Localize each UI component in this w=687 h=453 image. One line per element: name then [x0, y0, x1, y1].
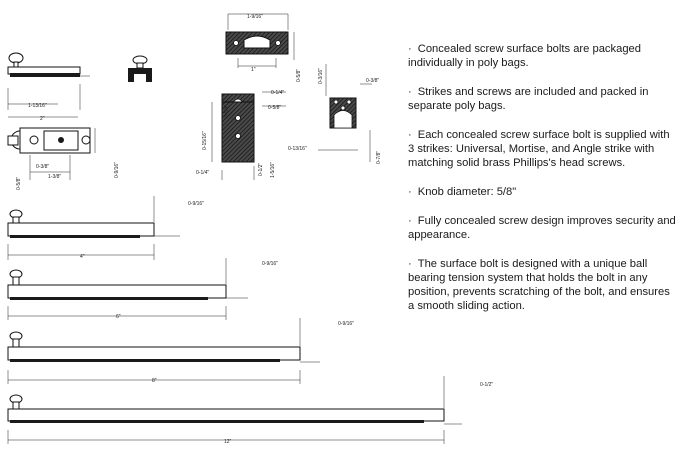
bolt-12-inch: 0-1/2" 12" [7, 376, 493, 445]
feature-item: · Knob diameter: 5/8" [408, 185, 676, 199]
dim-angle-1-2: 0-1/2" [258, 163, 264, 176]
dim-angle-1-4-a: 0-1/4" [271, 90, 284, 96]
dim-angle-15-16: 0-15/16" [202, 131, 208, 150]
angle-strike: 0-1/4" 0-5/8" 0-15/16" 0-1/4" 0-1/4" 0-1… [196, 90, 286, 180]
bolt-profile-section [128, 55, 152, 82]
feature-text: Strikes and screws are included and pack… [408, 86, 649, 112]
dim-strike-1-9-16: 1-9/16" [247, 14, 263, 20]
feature-text: Concealed screw surface bolts are packag… [408, 43, 641, 69]
dim-mortise-7-8: 0-7/8" [376, 151, 382, 164]
feature-text: The surface bolt is designed with a uniq… [408, 258, 670, 312]
dim-plate-height: 0-9/16" [114, 162, 120, 178]
feature-list: ·Concealed screw surface bolts are packa… [408, 42, 676, 328]
feature-item: ·Strikes and screws are included and pac… [408, 85, 676, 113]
dim-angle-1-4-b: 0-1/4" [224, 105, 230, 118]
bullet-mark: · [408, 258, 412, 270]
mortise-strike: 0-3/16" 0-3/8" 0-13/16" 0-7/8" [288, 64, 382, 164]
bullet-mark: · [408, 43, 412, 55]
dim-angle-5-8: 0-5/8" [268, 105, 281, 111]
feature-text: Fully concealed screw design improves se… [408, 215, 676, 241]
dim-bolt6-length: 6" [116, 314, 121, 320]
dim-strike-1: 1" [251, 67, 256, 73]
dim-bolt-1-13-16: 1-13/16" [28, 103, 47, 109]
dim-angle-1-4-c: 0-1/4" [196, 170, 209, 176]
dim-bolt8-height: 0-9/16" [338, 321, 354, 327]
bolt-8-inch: 0-9/16" 8" [7, 318, 354, 384]
dim-bolt-2: 2" [40, 116, 45, 122]
dim-bolt4-height: 0-9/16" [188, 201, 204, 207]
feature-item: ·Concealed screw surface bolts are packa… [408, 42, 676, 70]
bolt-4-inch: 0-9/16" 4" [7, 196, 204, 260]
bullet-mark: · [408, 86, 412, 98]
dim-mortise-3-8: 0-3/8" [366, 78, 379, 84]
dim-mortise-13-16: 0-13/16" [288, 146, 307, 152]
universal-strike: 1-9/16" 1" 0-5/8" [225, 13, 302, 82]
bullet-mark: · [408, 186, 412, 198]
dim-bolt4-length: 4" [80, 254, 85, 260]
bullet-mark: · [408, 215, 412, 227]
feature-text: Each concealed screw surface bolt is sup… [408, 129, 670, 169]
dim-bolt12-length: 12" [224, 439, 232, 445]
bullet-mark: · [408, 129, 412, 141]
dim-plate-3-8: 0-3/8" [36, 164, 49, 170]
dim-angle-1-5-16: 1-5/16" [270, 162, 276, 178]
dim-strike-5-8: 0-5/8" [296, 69, 302, 82]
dim-plate-1-3-8: 1-3/8" [48, 174, 61, 180]
feature-item: ·The surface bolt is designed with a uni… [408, 257, 676, 313]
dim-mortise-3-16: 0-3/16" [318, 68, 324, 84]
dim-knob-diameter: 0-5/8" [16, 177, 22, 190]
feature-text: Knob diameter: 5/8" [417, 186, 517, 198]
dim-bolt12-height: 0-1/2" [480, 382, 493, 388]
small-bolt-top-view: 0-3/8" 1-3/8" 0-9/16" 0-5/8" [7, 127, 120, 190]
dim-bolt6-height: 0-9/16" [262, 261, 278, 267]
dim-bolt8-length: 8" [152, 378, 157, 384]
small-bolt-side-view: 1-13/16" 2" [7, 52, 90, 122]
feature-item: ·Each concealed screw surface bolt is su… [408, 128, 676, 170]
bolt-6-inch: 0-9/16" 6" [7, 258, 278, 320]
feature-item: ·Fully concealed screw design improves s… [408, 214, 676, 242]
